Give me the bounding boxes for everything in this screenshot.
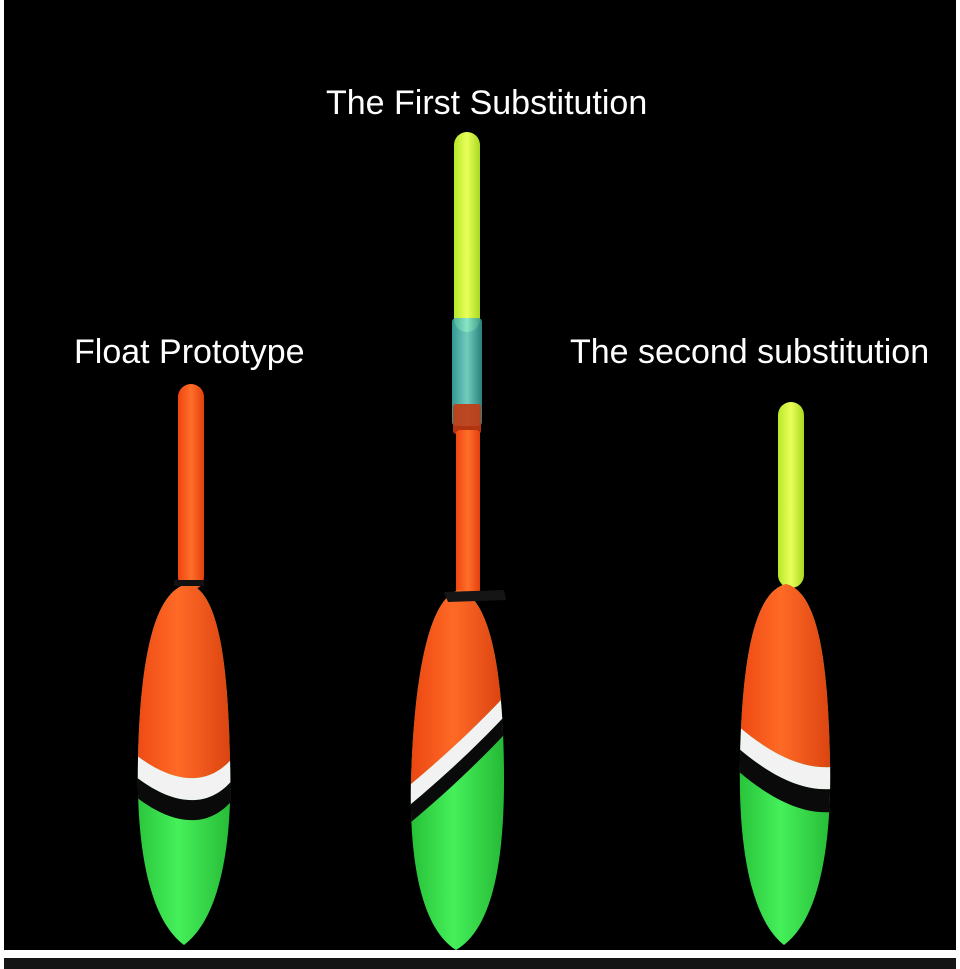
float-prototype	[137, 384, 231, 945]
caption-float-prototype: Float Prototype	[74, 333, 305, 371]
product-photo: The First Substitution Float Prototype T…	[4, 0, 956, 950]
clear-connector	[452, 318, 482, 426]
bottom-strip	[4, 958, 956, 969]
glow-stick	[454, 132, 480, 332]
float-second-substitution	[739, 402, 831, 945]
float-first-substitution	[410, 132, 506, 950]
orange-antenna	[178, 384, 204, 590]
caption-first-substitution: The First Substitution	[326, 84, 648, 122]
caption-second-substitution: The second substitution	[570, 333, 930, 371]
floats-illustration	[137, 132, 831, 950]
orange-antenna	[456, 430, 480, 596]
glow-stick	[778, 402, 804, 588]
